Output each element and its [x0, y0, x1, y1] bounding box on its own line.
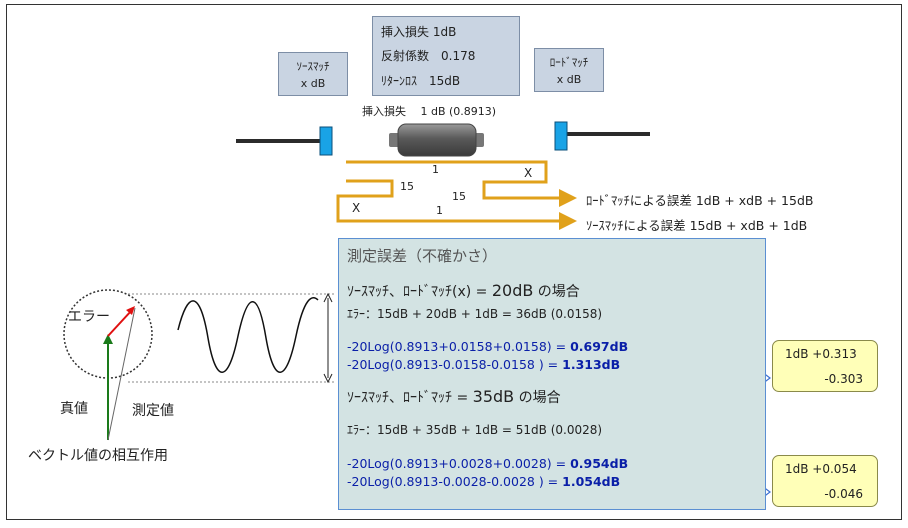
- result2-plus: 1dB +0.054: [785, 462, 857, 476]
- source-match-value: x dB: [300, 77, 326, 90]
- load-match-value: x dB: [556, 73, 582, 86]
- path-label-1-bottom: 1: [436, 204, 443, 217]
- load-match-error-line: ﾛｰﾄﾞﾏｯﾁによる誤差 1dB + xdB + 15dB: [586, 193, 814, 208]
- case1-calc-plus-expr: -20Log(0.8913+0.0158+0.0158) =: [347, 339, 571, 354]
- diagram-frame: [6, 4, 902, 520]
- insertion-loss-label: 挿入損失 1 dB (0.8913): [362, 105, 497, 118]
- attenuator-body: [397, 123, 477, 157]
- result1-minus: -0.303: [824, 372, 863, 386]
- result1-plus: 1dB +0.313: [785, 347, 857, 361]
- spec-return-loss: ﾘﾀｰﾝﾛｽ 15dB: [381, 74, 461, 88]
- path-label-15-left: 15: [400, 180, 414, 193]
- case1-heading-prefix: ｿｰｽﾏｯﾁ、ﾛｰﾄﾞﾏｯﾁ(x) =: [347, 284, 492, 300]
- amplitude-arrow-down: [323, 373, 333, 384]
- case2-heading-prefix: ｿｰｽﾏｯﾁ、ﾛｰﾄﾞﾏｯﾁ =: [347, 390, 473, 406]
- ripple-wave: [177, 297, 319, 373]
- error-vector: [107, 309, 133, 337]
- path-label-x-left: X: [352, 201, 361, 215]
- case2-calc-plus-expr: -20Log(0.8913+0.0028+0.0028) =: [347, 456, 571, 471]
- measurement-error-panel: 測定誤差（不確かさ） ｿｰｽﾏｯﾁ、ﾛｰﾄﾞﾏｯﾁ(x) = 20dB の場合 …: [338, 238, 766, 510]
- vector-interaction-label: ベクトル値の相互作用: [28, 448, 168, 464]
- case2-calc-plus-result: 0.954dB: [570, 456, 629, 471]
- error-arrowhead: [126, 306, 135, 315]
- result1-box: 1dB +0.313 -0.303: [772, 340, 878, 392]
- amplitude-arrow-up: [323, 292, 333, 303]
- case1-calc-plus: -20Log(0.8913+0.0158+0.0158) = 0.697dB: [347, 339, 628, 354]
- case1-error: ｴﾗｰ：15dB + 20dB + 1dB = 36dB (0.0158): [347, 307, 603, 321]
- case1-heading-suffix: の場合: [533, 284, 580, 300]
- source-reflection-path: [336, 179, 577, 230]
- case2-calc-minus: -20Log(0.8913-0.0028-0.0028 ) = 1.054dB: [347, 474, 620, 489]
- case2-calc-minus-expr: -20Log(0.8913-0.0028-0.0028 ) =: [347, 474, 563, 489]
- case2-calc-plus: -20Log(0.8913+0.0028+0.0028) = 0.954dB: [347, 456, 628, 471]
- measured-vector: [107, 307, 136, 441]
- panel-title: 測定誤差（不確かさ）: [347, 247, 498, 265]
- right-connector: [554, 121, 568, 151]
- case2-error: ｴﾗｰ：15dB + 35dB + 1dB = 51dB (0.0028): [347, 423, 603, 437]
- measured-value-label: 測定値: [132, 403, 174, 419]
- spec-box: 挿入損失 1dB 反射係数 0.178 ﾘﾀｰﾝﾛｽ 15dB: [372, 16, 520, 96]
- source-match-title: ｿｰｽﾏｯﾁ: [296, 60, 330, 73]
- load-match-box: ﾛｰﾄﾞﾏｯﾁ x dB: [534, 48, 604, 92]
- path-label-x-right: X: [524, 166, 533, 180]
- case1-calc-minus-expr: -20Log(0.8913-0.0158-0.0158 ) =: [347, 357, 563, 372]
- path-label-15-right: 15: [452, 190, 466, 203]
- signal-paths: [336, 160, 577, 230]
- load-match-title: ﾛｰﾄﾞﾏｯﾁ: [549, 56, 589, 69]
- path-label-1-top: 1: [432, 163, 439, 176]
- case2-heading-value: 35dB: [472, 387, 515, 406]
- case1-calc-minus-result: 1.313dB: [562, 357, 621, 372]
- case1-heading: ｿｰｽﾏｯﾁ、ﾛｰﾄﾞﾏｯﾁ(x) = 20dB の場合: [347, 281, 580, 301]
- result2-minus: -0.046: [824, 487, 863, 501]
- true-value-label: 真値: [60, 401, 88, 417]
- case2-calc-minus-result: 1.054dB: [562, 474, 621, 489]
- spec-reflection: 反射係数 0.178: [381, 49, 476, 63]
- left-connector: [319, 126, 333, 156]
- source-match-box: ｿｰｽﾏｯﾁ x dB: [278, 52, 348, 96]
- result2-box: 1dB +0.054 -0.046: [772, 455, 878, 507]
- case1-calc-minus: -20Log(0.8913-0.0158-0.0158 ) = 1.313dB: [347, 357, 620, 372]
- case1-calc-plus-result: 0.697dB: [570, 339, 629, 354]
- case2-heading-suffix: の場合: [514, 390, 561, 406]
- source-match-error-line: ｿｰｽﾏｯﾁによる誤差 15dB + xdB + 1dB: [586, 218, 808, 233]
- error-label: エラー: [68, 309, 110, 325]
- case1-heading-value: 20dB: [491, 281, 534, 300]
- spec-insertion: 挿入損失 1dB: [381, 25, 457, 39]
- load-reflection-path: [346, 160, 577, 207]
- case2-heading: ｿｰｽﾏｯﾁ、ﾛｰﾄﾞﾏｯﾁ = 35dB の場合: [347, 387, 561, 407]
- true-value-arrowhead: [103, 334, 113, 344]
